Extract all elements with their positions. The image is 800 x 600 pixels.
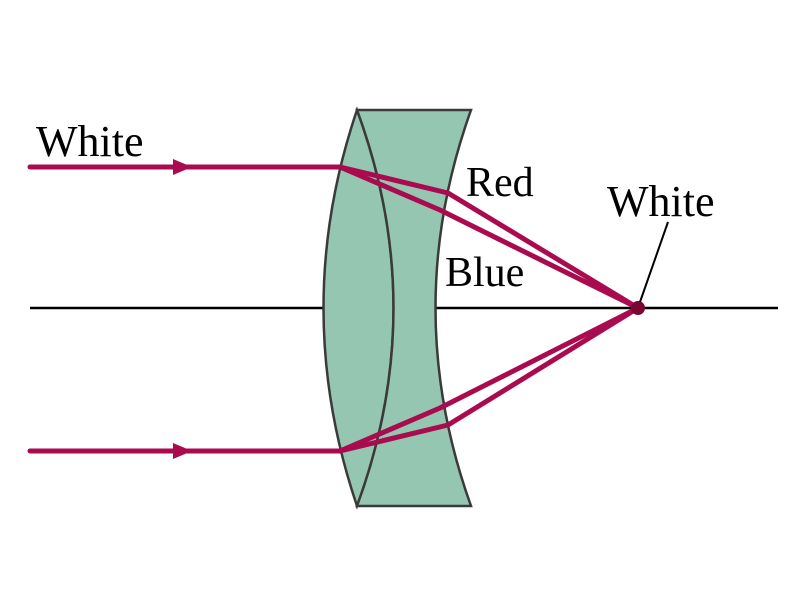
top-ray-arrowhead <box>173 159 192 175</box>
top-red-ray <box>337 164 641 311</box>
blue-ray-label: Blue <box>445 250 525 296</box>
focal-point <box>631 301 645 315</box>
bottom-red-ray <box>337 305 641 454</box>
red-ray-label: Red <box>466 160 534 206</box>
focus-leader-line <box>639 221 669 303</box>
top-blue-ray <box>337 164 641 311</box>
incoming-white-label: White <box>36 117 144 166</box>
bottom-blue-ray <box>337 305 641 454</box>
focus-white-label: White <box>607 177 715 226</box>
bottom-ray-arrowhead <box>173 443 192 459</box>
